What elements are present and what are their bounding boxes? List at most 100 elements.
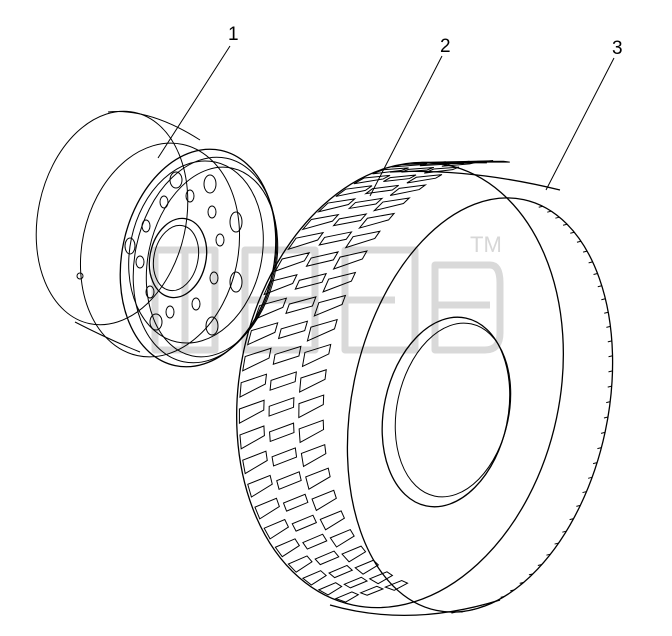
serration-mark <box>600 431 606 434</box>
serration-mark <box>606 325 611 328</box>
tread-block <box>328 564 354 579</box>
callout-2: 2 <box>440 36 451 57</box>
tread-block <box>329 528 355 548</box>
tread-block <box>246 322 279 346</box>
tread-block <box>317 198 357 213</box>
tread-block <box>372 197 411 212</box>
callout-1: 1 <box>228 24 239 45</box>
tread-block <box>477 160 510 163</box>
serration-mark <box>490 601 495 604</box>
tread-block <box>358 212 396 229</box>
serration-mark <box>608 370 613 373</box>
tread-block <box>298 419 325 444</box>
serration-mark <box>500 595 505 598</box>
tread-block <box>313 294 347 317</box>
tread-block <box>301 213 340 231</box>
tread-block <box>359 585 385 596</box>
callout-3: 3 <box>612 38 623 59</box>
tread-block <box>306 318 338 342</box>
serration-mark <box>480 605 486 608</box>
watermark-logo: TM <box>151 232 504 354</box>
tread-pattern <box>238 160 510 603</box>
tread-block <box>401 166 434 173</box>
serration-mark <box>562 223 568 226</box>
serration-mark <box>555 216 560 219</box>
serration-mark <box>593 272 598 275</box>
serration-mark <box>528 573 534 576</box>
valve-stem <box>76 272 84 280</box>
serration-mark <box>554 542 559 545</box>
serration-mark <box>588 261 593 264</box>
serration-mark <box>470 608 476 611</box>
wheel-rim <box>35 110 279 368</box>
serration-mark <box>597 447 602 450</box>
serration-mark <box>582 250 588 253</box>
serration-mark <box>538 205 543 208</box>
tread-block <box>311 489 337 512</box>
serration-mark <box>587 476 593 479</box>
serration-mark <box>597 285 602 288</box>
tread-block <box>282 493 309 512</box>
tread-block <box>317 582 343 596</box>
tread-block <box>274 252 311 273</box>
tread-block <box>332 250 368 270</box>
tread-block <box>319 510 346 531</box>
tread-block <box>238 399 265 425</box>
serration-mark <box>451 611 456 614</box>
serration-mark <box>510 589 515 592</box>
tread-block <box>332 213 368 227</box>
tread-block <box>389 184 428 197</box>
tread-block <box>247 474 273 498</box>
stud-holes <box>135 189 225 319</box>
tread-block <box>353 174 391 185</box>
serration-mark <box>441 611 446 614</box>
serration-mark <box>569 518 574 521</box>
serration-mark <box>570 231 575 234</box>
tread-block <box>268 396 295 417</box>
tread-block <box>239 373 268 398</box>
tread-block <box>277 320 309 340</box>
serration-mark <box>606 401 611 404</box>
tread-block <box>298 394 325 419</box>
watermark-trademark: TM <box>470 232 502 257</box>
tread-block <box>269 422 295 443</box>
serration-mark <box>603 416 609 419</box>
tread-block <box>301 343 332 368</box>
tread-block <box>263 274 298 296</box>
serration-mark <box>604 311 609 314</box>
tyre <box>236 160 614 616</box>
serration-mark <box>546 553 551 556</box>
tread-block <box>299 368 327 393</box>
tread-block <box>274 538 301 558</box>
tread-block <box>364 184 399 195</box>
vent-holes <box>124 171 243 336</box>
tread-block <box>291 514 318 532</box>
tread-block <box>305 251 340 268</box>
tread-block <box>300 443 327 468</box>
tread-block <box>254 497 280 520</box>
serration-mark <box>461 610 466 613</box>
serration-mark <box>582 491 587 494</box>
tread-block <box>423 166 460 174</box>
tread-block <box>285 296 317 315</box>
tread-block <box>372 167 409 175</box>
tread-block <box>406 174 443 184</box>
tread-block <box>271 447 298 467</box>
tread-block <box>242 347 272 372</box>
serration-mark <box>576 504 581 507</box>
tread-block <box>368 571 394 585</box>
tread-block <box>354 559 380 575</box>
tread-block <box>269 371 297 391</box>
serration-mark <box>592 462 598 465</box>
serration-mark <box>576 240 582 243</box>
serration-mark <box>607 340 612 343</box>
tread-block <box>242 450 268 475</box>
serration-mark <box>607 385 612 388</box>
tread-block <box>272 345 302 365</box>
tread-block <box>430 161 465 165</box>
tread-block <box>302 533 328 550</box>
serration-mark <box>608 355 613 358</box>
tread-block <box>305 467 331 490</box>
serration-mark <box>562 530 567 533</box>
